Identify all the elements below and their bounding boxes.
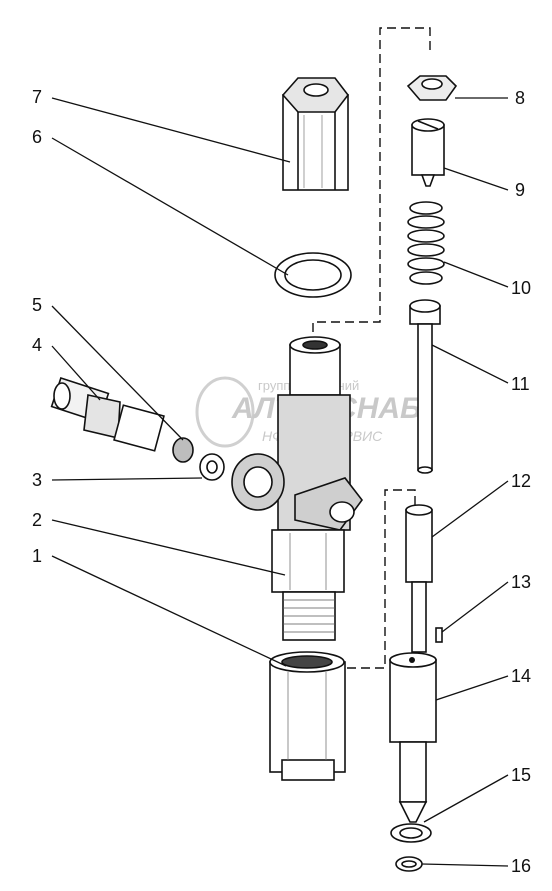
callout-11: 11 xyxy=(511,374,530,394)
leader-6 xyxy=(51,137,289,276)
part-13-pin xyxy=(435,627,443,643)
part-4-union-fitting xyxy=(50,377,165,452)
leader-7 xyxy=(51,97,291,163)
leader-1 xyxy=(51,555,287,667)
leader-12 xyxy=(431,480,509,538)
callout-13: 13 xyxy=(511,572,531,592)
leader-14 xyxy=(435,675,509,701)
callout-12: 12 xyxy=(511,471,531,491)
part-16-seal xyxy=(395,856,423,872)
part-15-washer xyxy=(390,823,432,843)
part-9-adjusting-screw xyxy=(411,118,445,187)
callout-15: 15 xyxy=(511,765,531,785)
leader-15 xyxy=(423,774,509,823)
leader-13 xyxy=(441,581,509,633)
callout-5: 5 xyxy=(32,295,42,315)
callout-14: 14 xyxy=(511,666,531,686)
part-3-washer xyxy=(199,453,225,481)
part-11-push-rod xyxy=(409,299,441,474)
part-12-needle xyxy=(405,504,433,653)
part-1-nozzle-nut xyxy=(269,651,346,781)
callout-7: 7 xyxy=(32,87,42,107)
axis-upper xyxy=(312,27,431,340)
callout-4: 4 xyxy=(32,335,42,355)
leader-lines xyxy=(51,97,509,867)
callout-8: 8 xyxy=(515,88,525,108)
callout-labels: 7 6 5 4 3 2 1 8 9 10 11 12 13 14 15 16 xyxy=(32,87,531,876)
callout-2: 2 xyxy=(32,510,42,530)
callout-1: 1 xyxy=(32,546,42,566)
callout-9: 9 xyxy=(515,180,525,200)
leader-11 xyxy=(431,344,509,384)
callout-6: 6 xyxy=(32,127,42,147)
leader-4 xyxy=(51,345,101,401)
part-5-filter xyxy=(172,437,194,463)
callout-16: 16 xyxy=(511,856,531,876)
callout-3: 3 xyxy=(32,470,42,490)
leader-5 xyxy=(51,305,184,441)
leader-16 xyxy=(421,863,509,867)
callout-10: 10 xyxy=(511,278,531,298)
part-14-nozzle-body xyxy=(389,652,437,823)
leader-2 xyxy=(51,519,286,576)
leader-9 xyxy=(443,167,509,191)
part-7-cap-nut xyxy=(281,77,350,191)
part-6-washer xyxy=(274,252,352,298)
leader-10 xyxy=(443,261,509,288)
leader-3 xyxy=(51,477,203,481)
watermark-logo-icon xyxy=(195,376,255,448)
part-2-injector-body xyxy=(231,336,364,641)
part-10-spring xyxy=(407,201,445,285)
part-8-hex-nut xyxy=(406,75,458,101)
